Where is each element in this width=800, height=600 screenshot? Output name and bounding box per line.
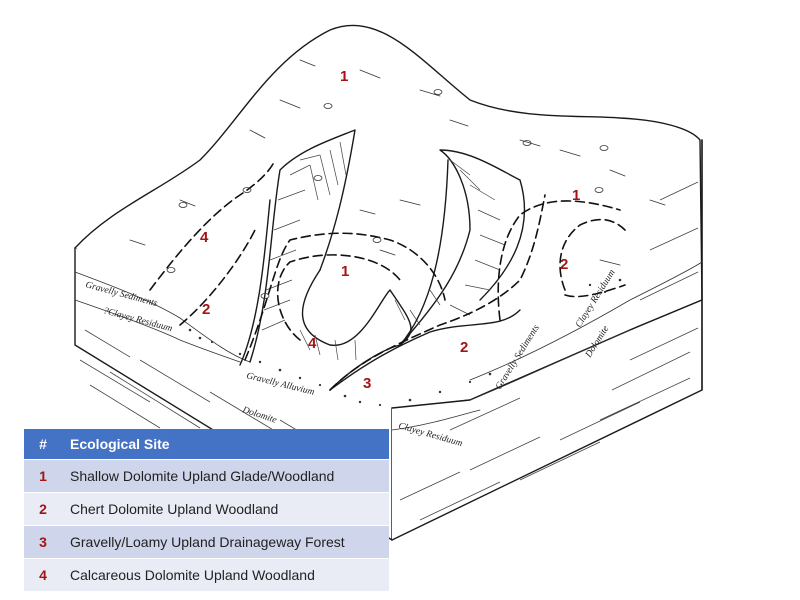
dolomite-strata-right: [399, 181, 699, 521]
site-marker-2-left: 2: [202, 301, 210, 318]
gravelly-sediment-band-left: [74, 271, 251, 363]
legend-row-site-name: Gravelly/Loamy Upland Drainageway Forest: [62, 525, 389, 559]
legend-row: 3 Gravelly/Loamy Upland Drainageway Fore…: [24, 525, 389, 559]
legend-row: 2 Chert Dolomite Upland Woodland: [24, 492, 389, 526]
surface-texture: [129, 59, 666, 299]
site-marker-2-right-nose: 2: [560, 256, 568, 273]
legend-row-number: 3: [24, 525, 62, 559]
legend-row: 1 Shallow Dolomite Upland Glade/Woodland: [24, 459, 389, 493]
terrain-surface-outline: [74, 24, 703, 411]
legend-header-number: #: [24, 429, 62, 460]
legend-row-number: 2: [24, 492, 62, 526]
gravelly-sediment-band-right: [469, 329, 631, 401]
ecological-site-legend: # Ecological Site 1 Shallow Dolomite Upl…: [24, 429, 389, 591]
valley-slopes: [249, 129, 526, 391]
legend-header-title: Ecological Site: [62, 429, 389, 460]
legend-row-number: 4: [24, 558, 62, 591]
gravel-dots: [188, 278, 622, 407]
legend-row-site-name: Chert Dolomite Upland Woodland: [62, 492, 389, 526]
site-marker-1-center: 1: [341, 263, 349, 280]
site-marker-4-left: 4: [200, 229, 209, 246]
legend-row-number: 1: [24, 459, 62, 493]
site-boundaries: [149, 159, 626, 391]
legend-row-site-name: Calcareous Dolomite Upland Woodland: [62, 558, 389, 591]
site-marker-3-drainageway: 3: [363, 375, 371, 392]
site-marker-4-center: 4: [308, 335, 317, 352]
legend-row: 4 Calcareous Dolomite Upland Woodland: [24, 558, 389, 591]
site-marker-1-summit: 1: [340, 68, 348, 85]
legend-row-site-name: Shallow Dolomite Upland Glade/Woodland: [62, 459, 389, 493]
legend-header-row: # Ecological Site: [24, 429, 389, 460]
site-marker-1-right: 1: [572, 187, 580, 204]
site-marker-2-front: 2: [460, 339, 468, 356]
